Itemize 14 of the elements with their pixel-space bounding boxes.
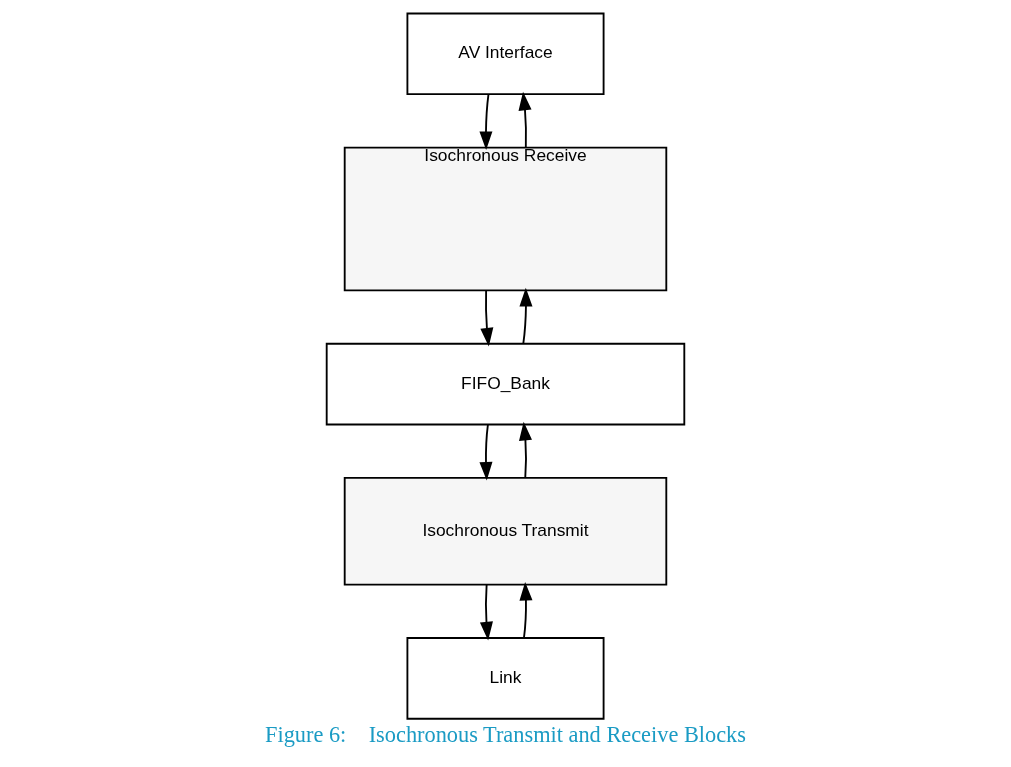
arrow bbox=[480, 289, 494, 347]
arrow bbox=[479, 583, 493, 641]
arrow bbox=[479, 423, 493, 481]
arrow bbox=[479, 93, 493, 151]
arrow bbox=[519, 581, 533, 639]
arrow bbox=[519, 421, 532, 479]
node-box: Link bbox=[406, 637, 605, 720]
arrow bbox=[519, 287, 533, 345]
node-box: FIFO_Bank bbox=[325, 342, 686, 426]
caption: Figure 6: Isochronous Transmit and Receive Blocks bbox=[265, 721, 746, 747]
node-box: AV Interface bbox=[406, 12, 605, 96]
node-box: Isochronous Transmit bbox=[343, 476, 668, 586]
arrow bbox=[518, 91, 532, 149]
node-box: Isochronous Receive bbox=[343, 146, 668, 292]
